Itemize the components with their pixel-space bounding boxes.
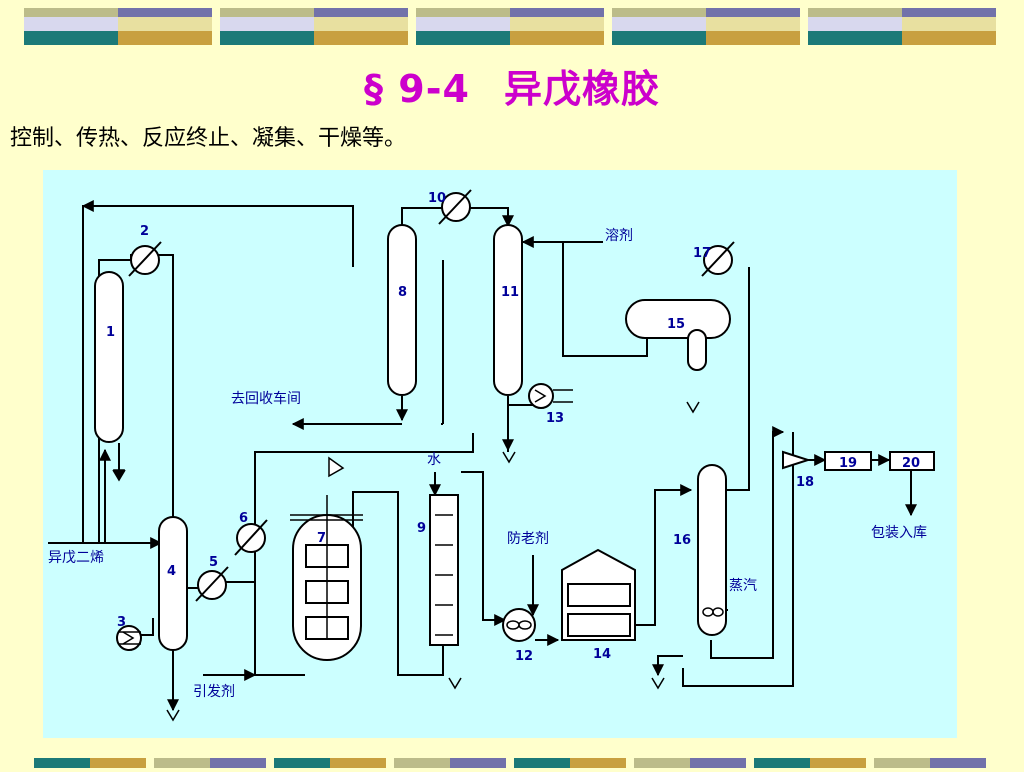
reactor-details <box>112 389 724 722</box>
footer-tiles <box>34 758 986 768</box>
label-12: 12 <box>515 649 533 664</box>
footer-decoration <box>0 752 1024 768</box>
label-15: 15 <box>667 317 685 332</box>
vessel-4 <box>158 516 188 651</box>
tank-15-leg <box>687 329 707 371</box>
stream-packaging-label: 包装入库 <box>871 525 927 541</box>
section-name: 异戊橡胶 <box>503 67 660 111</box>
header-tile-3 <box>416 8 604 45</box>
header-tile-1 <box>24 8 212 45</box>
flowsheet-svg: 1 2 3 4 5 6 7 8 9 10 11 12 13 14 15 16 1… <box>43 170 957 738</box>
extruder-18 <box>782 450 812 470</box>
page-subtitle: 控制、传热、反应终止、凝集、干燥等。 <box>10 126 407 151</box>
stream-initiator-label: 引发剂 <box>193 684 235 700</box>
stream-water-label: 水 <box>427 452 441 468</box>
process-flow-diagram: 1 2 3 4 5 6 7 8 9 10 11 12 13 14 15 16 1… <box>43 170 957 742</box>
page-title: § 9-4 异戊橡胶 <box>0 58 1024 113</box>
stream-labels: 异戊二烯 引发剂 去回收车间 溶剂 水 防老剂 蒸汽 包装入库 <box>48 228 927 700</box>
header-band-graphic <box>24 8 996 45</box>
machine-19 <box>824 451 872 471</box>
stream-antioxidant-label: 防老剂 <box>507 531 549 547</box>
machine-20 <box>889 451 935 471</box>
header-tile-2 <box>220 8 408 45</box>
header-tile-5 <box>808 8 996 45</box>
label-18: 18 <box>796 475 814 490</box>
label-13: 13 <box>546 411 564 426</box>
footer-band-graphic <box>34 758 986 768</box>
label-19: 19 <box>839 456 857 471</box>
label-9: 9 <box>417 521 426 536</box>
tower-9 <box>429 494 459 646</box>
label-2: 2 <box>140 224 149 239</box>
column-1 <box>94 271 124 443</box>
label-3: 3 <box>117 615 126 630</box>
header-tiles <box>24 8 996 45</box>
stream-solvent-label: 溶剂 <box>605 228 633 244</box>
stream-recovery-label: 去回收车间 <box>231 390 301 407</box>
label-17: 17 <box>693 246 711 261</box>
label-20: 20 <box>902 456 920 471</box>
label-7: 7 <box>317 531 326 546</box>
label-4: 4 <box>167 564 176 579</box>
column-8 <box>387 224 417 396</box>
label-1: 1 <box>106 325 115 340</box>
column-16 <box>697 464 727 636</box>
stream-feed-label: 异戊二烯 <box>48 550 104 566</box>
label-8: 8 <box>398 285 407 300</box>
equipment-labels: 1 2 3 4 5 6 7 8 9 10 11 12 13 14 15 16 1… <box>106 191 920 664</box>
heater-13 <box>528 383 554 409</box>
label-5: 5 <box>209 555 218 570</box>
header-decoration <box>0 0 1024 50</box>
label-16: 16 <box>673 533 691 548</box>
column-11 <box>493 224 523 396</box>
stream-steam-label: 蒸汽 <box>729 578 757 594</box>
equipment <box>94 192 935 661</box>
tank-15 <box>625 299 731 339</box>
dryer-14-rack-1 <box>567 583 631 607</box>
dryer-14-rack-2 <box>567 613 631 637</box>
header-tile-4 <box>612 8 800 45</box>
section-number: § 9-4 <box>364 67 470 111</box>
label-10: 10 <box>428 191 446 206</box>
label-14: 14 <box>593 647 611 662</box>
exchanger-strokes <box>128 189 735 602</box>
label-11: 11 <box>501 285 519 300</box>
label-6: 6 <box>239 511 248 526</box>
